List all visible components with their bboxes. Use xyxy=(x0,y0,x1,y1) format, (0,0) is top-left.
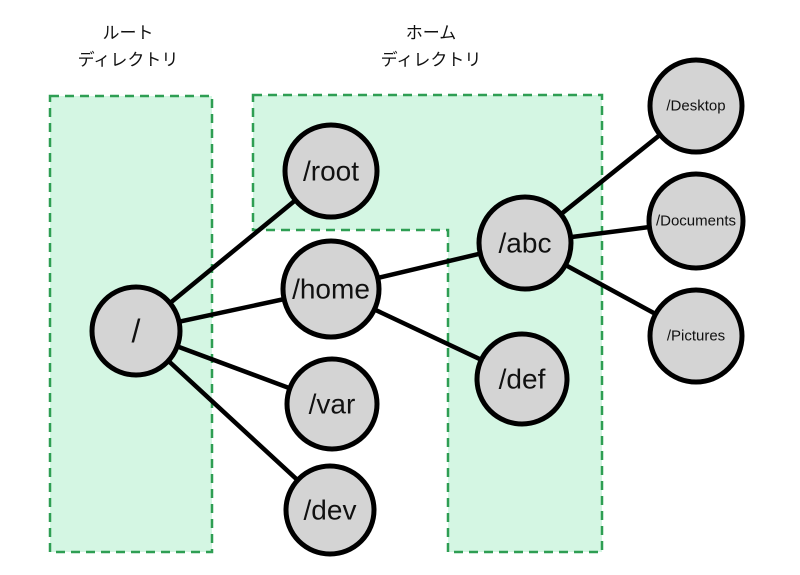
node-circle-var xyxy=(284,356,380,452)
node-circle-dev xyxy=(283,463,377,557)
node-abc: /abc xyxy=(476,194,574,292)
node-var: /var xyxy=(284,356,380,452)
node-label-def: /def xyxy=(499,364,546,395)
node-documents: /Documents xyxy=(646,171,746,271)
node-label-var: /var xyxy=(309,389,356,420)
node-label-dev: /dev xyxy=(304,495,357,526)
node-circle-home xyxy=(280,238,382,340)
node-circle-abc xyxy=(476,194,574,292)
node-slashroot: /root xyxy=(282,122,380,220)
node-label-root: / xyxy=(132,313,141,349)
node-circle-pictures xyxy=(647,287,745,385)
node-dev: /dev xyxy=(283,463,377,557)
home-directory-label-line1: ホーム xyxy=(406,24,457,43)
node-label-abc: /abc xyxy=(499,228,552,259)
root-directory-label-line2: ディレクトリ xyxy=(78,50,179,70)
node-label-desktop: /Desktop xyxy=(666,98,725,115)
node-circle-documents xyxy=(646,171,746,271)
node-label-pictures: /Pictures xyxy=(667,328,725,345)
node-label-slashroot: /root xyxy=(303,156,359,187)
node-desktop: /Desktop xyxy=(647,57,745,155)
node-circle-root xyxy=(89,284,183,378)
node-circle-desktop xyxy=(647,57,745,155)
node-circle-slashroot xyxy=(282,122,380,220)
node-circle-def xyxy=(474,331,570,427)
home-directory-label-line2: ディレクトリ xyxy=(381,50,482,70)
node-label-home: /home xyxy=(292,274,370,305)
root-directory-label-line1: ルート xyxy=(103,24,154,43)
node-def: /def xyxy=(474,331,570,427)
node-pictures: /Pictures xyxy=(647,287,745,385)
node-label-documents: /Documents xyxy=(656,213,736,230)
node-home: /home xyxy=(280,238,382,340)
node-root: / xyxy=(89,284,183,378)
